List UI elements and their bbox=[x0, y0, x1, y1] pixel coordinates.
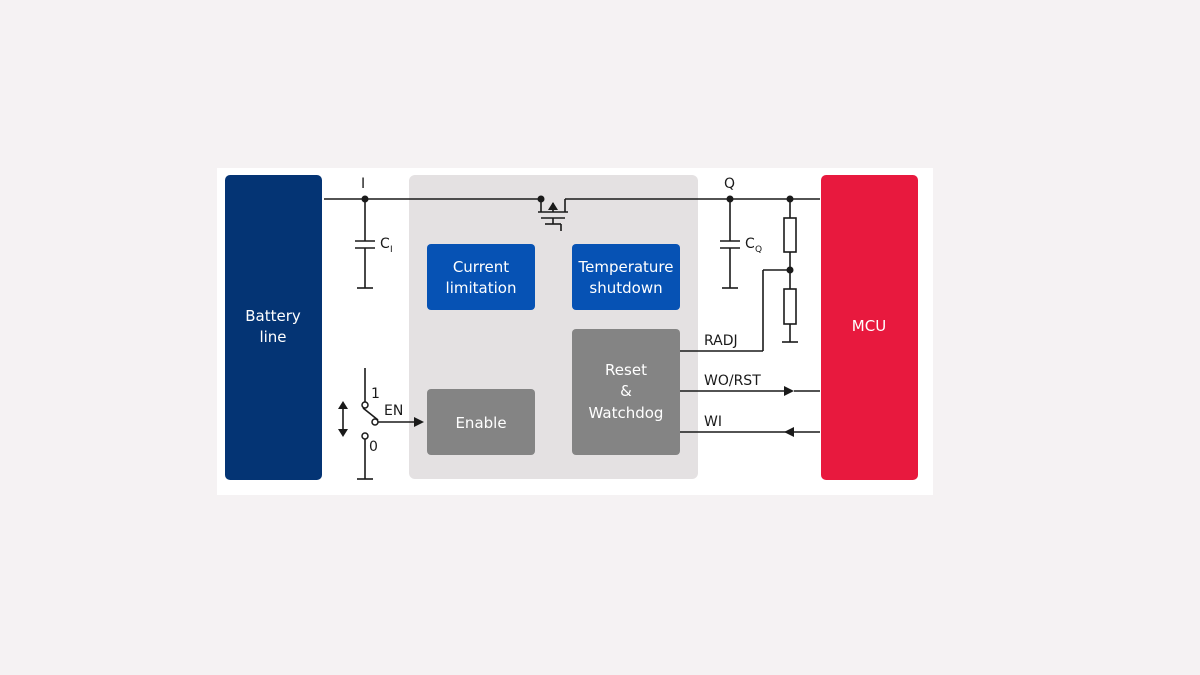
temperature-shutdown-block bbox=[572, 244, 680, 310]
current-limitation-block bbox=[427, 244, 535, 310]
input-pin-label: I bbox=[361, 176, 365, 192]
switch-position-1-label: 1 bbox=[371, 386, 380, 402]
resistor-divider bbox=[782, 195, 798, 343]
battery-label-1: Battery bbox=[245, 307, 301, 325]
reset-watchdog-label-1: Reset bbox=[605, 361, 647, 379]
input-capacitor bbox=[355, 195, 375, 289]
mcu-label: MCU bbox=[852, 317, 886, 335]
radj-label: RADJ bbox=[704, 333, 738, 349]
switch-toggle-arrow-icon bbox=[338, 401, 348, 437]
output-capacitor bbox=[720, 195, 740, 289]
enable-block bbox=[427, 389, 535, 455]
switch-position-0-label: 0 bbox=[369, 439, 378, 455]
temperature-shutdown-label-2: shutdown bbox=[589, 279, 662, 297]
radj-line bbox=[680, 269, 790, 352]
wo-rst-line bbox=[680, 386, 820, 396]
current-limitation-label-2: limitation bbox=[446, 279, 517, 297]
mosfet-icon bbox=[537, 195, 568, 231]
wo-rst-label: WO/RST bbox=[704, 373, 761, 389]
en-label: EN bbox=[384, 403, 403, 419]
temperature-shutdown-label-1: Temperature bbox=[577, 258, 673, 276]
battery-label-2: line bbox=[259, 328, 286, 346]
reset-watchdog-label-3: Watchdog bbox=[589, 404, 664, 422]
enable-label: Enable bbox=[455, 414, 506, 432]
wi-label: WI bbox=[704, 414, 722, 430]
reset-watchdog-block bbox=[572, 329, 680, 455]
cq-subscript: Q bbox=[755, 245, 762, 255]
mcu-block bbox=[821, 175, 918, 480]
ci-label: C bbox=[380, 236, 390, 252]
cq-label: C bbox=[745, 236, 755, 252]
reset-watchdog-label-2: & bbox=[620, 382, 632, 400]
current-limitation-label-1: Current bbox=[453, 258, 509, 276]
wi-line bbox=[680, 427, 820, 437]
battery-line-block bbox=[225, 175, 322, 480]
enable-switch bbox=[357, 368, 424, 480]
output-pin-label: Q bbox=[724, 176, 735, 192]
ci-subscript: I bbox=[390, 245, 393, 255]
